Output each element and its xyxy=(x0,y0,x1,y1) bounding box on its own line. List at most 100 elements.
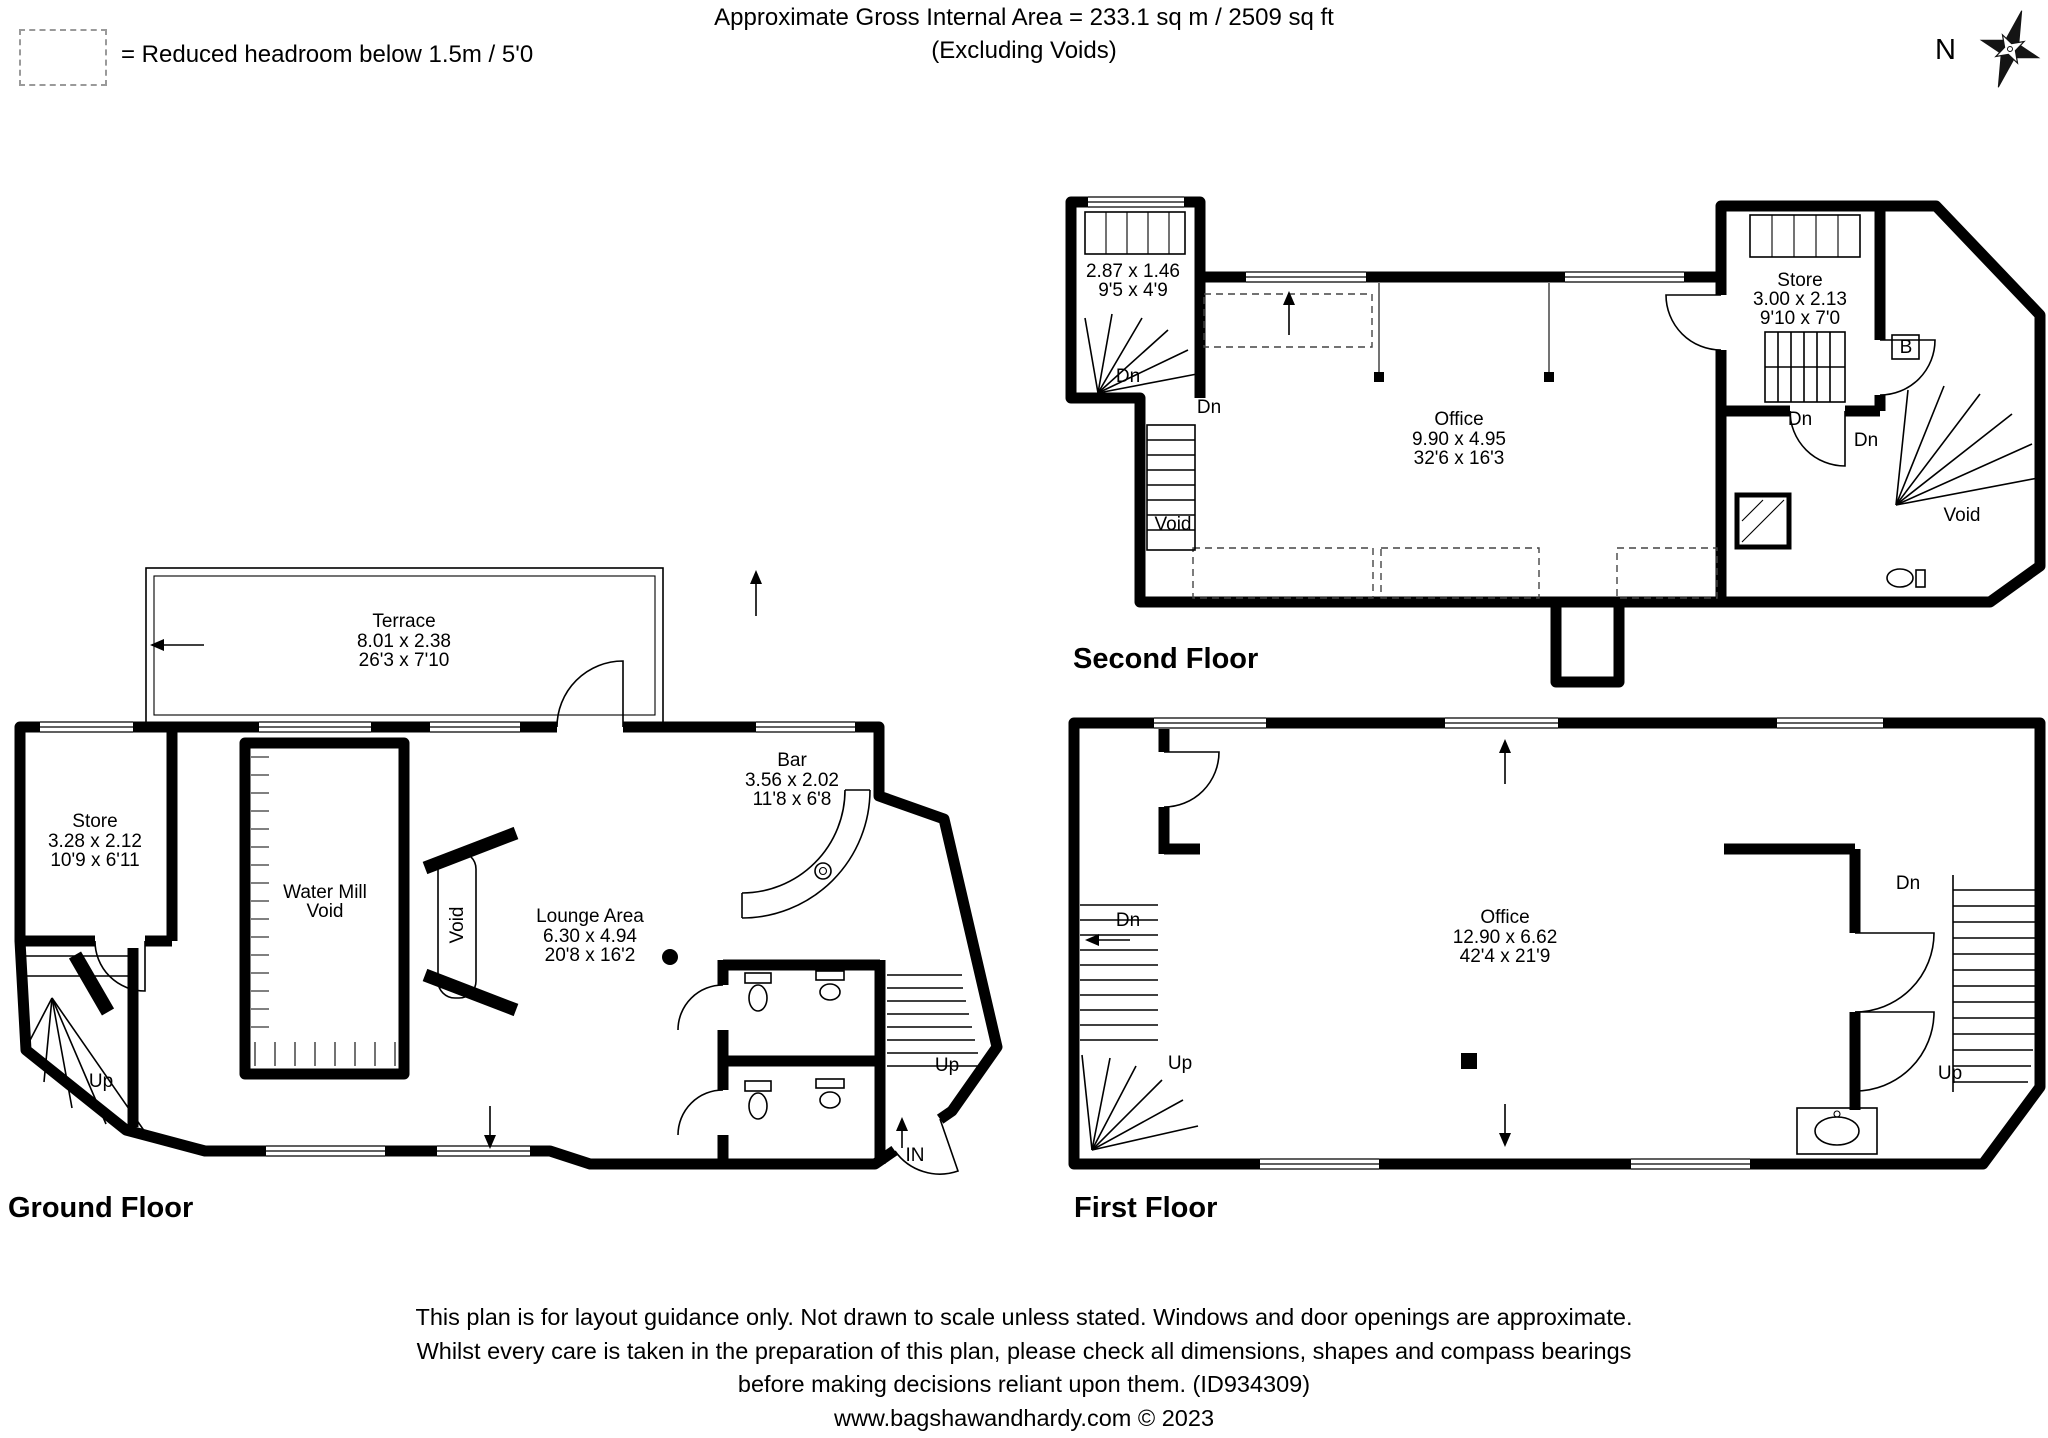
ground-floor-plan: Terrace 8.01 x 2.38 26'3 x 7'10 Store 3.… xyxy=(8,567,1003,1224)
window xyxy=(266,1145,385,1157)
first-floor-plan: Dn Up Office 12.90 x 6.62 42'4 x 21'9 Dn… xyxy=(1068,717,2046,1224)
b-label: B xyxy=(1900,337,1913,358)
shower xyxy=(1734,492,1792,550)
terrace-imperial: 26'3 x 7'10 xyxy=(359,650,450,671)
basin xyxy=(815,970,845,981)
reduced-headroom-swatch xyxy=(19,29,107,86)
entrance-arrow xyxy=(896,1117,908,1148)
office-metric: 9.90 x 4.95 xyxy=(1412,429,1506,450)
roof-truss-lines xyxy=(1374,283,1554,382)
water-mill-room xyxy=(239,737,410,1080)
lounge-metric: 6.30 x 4.94 xyxy=(543,926,637,947)
second-floor-inner-walls xyxy=(1194,206,1886,602)
void-label: Void xyxy=(447,907,468,944)
store-name: Store xyxy=(1777,270,1822,291)
void-label-left: Void xyxy=(1155,514,1192,535)
window xyxy=(430,721,520,733)
window xyxy=(1154,717,1266,729)
first-floor-door-gaps xyxy=(1157,752,1171,807)
first-floor-title: First Floor xyxy=(1074,1192,1217,1224)
second-floor-tab xyxy=(1550,596,1625,688)
up-label-left: Up xyxy=(1168,1053,1192,1074)
second-floor-door-gaps xyxy=(1714,295,1887,418)
water-mill-deck-lines xyxy=(251,756,396,1066)
legend-label: = Reduced headroom below 1.5m / 5'0 xyxy=(121,41,534,68)
terrace-metric: 8.01 x 2.38 xyxy=(357,631,451,652)
office-metric: 12.90 x 6.62 xyxy=(1453,927,1558,948)
wc-fixtures xyxy=(744,970,845,1120)
dimension-arrows-first xyxy=(1085,739,1511,1147)
bar-name: Bar xyxy=(777,750,807,771)
vanity-unit xyxy=(1796,1107,1878,1155)
dimension-arrows-ground xyxy=(150,570,762,1149)
dn-label-left: Dn xyxy=(1116,910,1140,931)
window xyxy=(1246,271,1366,283)
second-floor-doors xyxy=(1665,294,1936,467)
window xyxy=(1565,271,1684,283)
lounge-name: Lounge Area xyxy=(536,906,644,927)
stairs-ground-left xyxy=(24,955,146,1133)
second-floor-plan: 2.87 x 1.46 9'5 x 4'9 Dn Dn Office 9.90 … xyxy=(1065,196,2046,688)
first-floor-column xyxy=(1461,1053,1477,1069)
stairs-first-right xyxy=(1952,875,2035,1092)
basin xyxy=(815,1078,845,1089)
disclaimer-line3: before making decisions reliant upon the… xyxy=(737,1371,1311,1397)
b-label-box xyxy=(1891,334,1920,360)
lounge-column xyxy=(662,949,678,965)
window xyxy=(40,721,133,733)
dn-label-office: Dn xyxy=(1197,397,1221,418)
bar-sink xyxy=(814,862,832,880)
window xyxy=(1260,1158,1379,1170)
stairs-second-left xyxy=(1146,424,1196,551)
store-metric: 3.28 x 2.12 xyxy=(48,831,142,852)
reduced-headroom-areas xyxy=(1192,293,1718,599)
store-name: Store xyxy=(72,811,117,832)
stairs-ground-right xyxy=(887,974,981,1067)
bar-counter xyxy=(741,789,871,919)
dimension-arrows-second xyxy=(1283,291,1295,335)
lounge-imperial: 20'8 x 16'2 xyxy=(545,945,636,966)
void-duct xyxy=(437,851,477,999)
store-imperial: 10'9 x 6'11 xyxy=(50,850,139,871)
dn-label-right: Dn xyxy=(1854,430,1878,451)
up-label-right: Up xyxy=(935,1055,959,1076)
window xyxy=(756,721,855,733)
terrace-name: Terrace xyxy=(372,611,435,632)
disclaimer: This plan is for layout guidance only. N… xyxy=(0,1301,2048,1435)
second-floor-title: Second Floor xyxy=(1073,643,1258,675)
dn-label-right: Dn xyxy=(1896,873,1920,894)
office-name: Office xyxy=(1434,409,1483,430)
compass-rose-icon xyxy=(1979,10,2041,88)
dn-label-store: Dn xyxy=(1788,409,1812,430)
landing-imperial: 9'5 x 4'9 xyxy=(1098,280,1168,301)
first-floor-doors xyxy=(1163,751,1935,1092)
disclaimer-line1: This plan is for layout guidance only. N… xyxy=(415,1304,1633,1330)
bar-metric: 3.56 x 2.02 xyxy=(745,770,839,791)
window xyxy=(1777,717,1883,729)
stairs-second-store xyxy=(1749,214,1861,403)
window xyxy=(1631,1158,1750,1170)
office-imperial: 32'6 x 16'3 xyxy=(1414,448,1505,469)
office-name: Office xyxy=(1480,907,1529,928)
store-imperial: 9'10 x 7'0 xyxy=(1760,308,1840,329)
stairs-first-left xyxy=(1080,904,1199,1151)
void-label-right: Void xyxy=(1944,505,1981,526)
landing-metric: 2.87 x 1.46 xyxy=(1086,261,1180,282)
area-title: Approximate Gross Internal Area = 233.1 … xyxy=(300,1,1748,67)
water-mill-void-line1: Water Mill xyxy=(283,882,367,903)
dn-label-landing: Dn xyxy=(1116,366,1140,387)
water-mill-void-line2: Void xyxy=(307,901,344,922)
window xyxy=(259,721,371,733)
window xyxy=(1445,717,1558,729)
stairs-second-landing xyxy=(1084,211,1198,394)
toilet xyxy=(744,972,772,984)
disclaimer-line2: Whilst every care is taken in the prepar… xyxy=(416,1337,1632,1364)
website-line: www.bagshawandhardy.com © 2023 xyxy=(833,1404,1215,1431)
ground-floor-title: Ground Floor xyxy=(8,1192,193,1224)
up-label-left: Up xyxy=(89,1071,113,1092)
toilet xyxy=(744,1080,772,1092)
compass: N xyxy=(1925,2,2047,98)
area-line2: (Excluding Voids) xyxy=(931,37,1117,64)
bar-imperial: 11'8 x 6'8 xyxy=(753,789,832,810)
